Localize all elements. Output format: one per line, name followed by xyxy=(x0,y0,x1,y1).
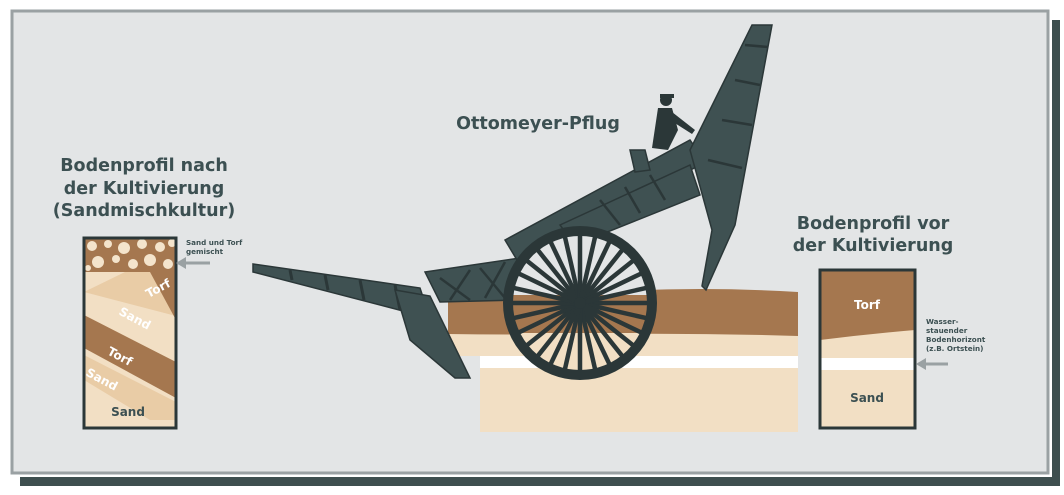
left-mixed-dots xyxy=(85,239,176,271)
right-annotation-line-3: Bodenhorizont xyxy=(926,335,986,344)
plough-tall-blade xyxy=(689,24,773,292)
right-profile: Bodenprofil vor der Kultivierung Torf Sa… xyxy=(793,214,986,430)
right-annotation-line-4: (z.B. Ortstein) xyxy=(926,344,983,353)
wheel-spoke xyxy=(579,300,647,321)
right-layer-label-2: Sand xyxy=(850,391,884,405)
left-arrow-head xyxy=(176,257,186,269)
plough-machine xyxy=(252,24,773,379)
right-arrow-head xyxy=(916,358,926,370)
plough-seat xyxy=(629,149,651,173)
right-profile-border xyxy=(818,268,917,430)
wheel-spoke xyxy=(535,248,582,305)
plough-share xyxy=(393,289,472,379)
wheel-spoke xyxy=(578,301,635,348)
wheel-spoke xyxy=(578,301,625,358)
wheel-spoke xyxy=(578,258,635,305)
left-profile-border xyxy=(82,236,178,430)
wheel-spoke xyxy=(578,248,625,305)
right-annotation-line-2: stauender xyxy=(926,326,968,335)
left-peat-band-upper xyxy=(150,272,176,320)
wheel-spoke xyxy=(579,300,643,335)
wheel-spoke xyxy=(577,240,612,304)
wheel-spoke xyxy=(577,236,598,304)
left-sand-band-lower xyxy=(84,355,176,420)
wheel-spoke xyxy=(517,300,581,335)
wheel-spoke xyxy=(535,301,582,358)
plough-wheel xyxy=(503,226,657,380)
right-peat-layer xyxy=(820,270,915,340)
wheel-spoke xyxy=(525,258,582,305)
wheel-spoke xyxy=(513,285,581,306)
wheel-spoke xyxy=(579,285,647,306)
right-profile-title-line-1: Bodenprofil vor xyxy=(797,214,950,234)
wheel-spoke xyxy=(548,302,583,366)
operator-figure xyxy=(652,94,695,150)
left-annotation-line-1: Sand und Torf xyxy=(186,238,243,247)
right-layer-label-1: Torf xyxy=(854,298,881,312)
wheel-spoke xyxy=(577,302,598,370)
left-profile-title-line-2: der Kultivierung xyxy=(64,179,225,199)
left-sand-band-upper xyxy=(84,272,176,316)
wheel-spoke xyxy=(548,240,583,304)
wheel-spoke xyxy=(562,302,583,370)
wheel-spoke xyxy=(577,302,612,366)
plough-title: Ottomeyer-Pflug xyxy=(456,114,620,134)
right-profile-title-line-2: der Kultivierung xyxy=(793,236,954,256)
left-layer-label-5: Sand xyxy=(111,405,145,419)
left-profile-title-line-1: Bodenprofil nach xyxy=(60,156,228,176)
right-annotation-line-1: Wasser- xyxy=(926,317,958,326)
wheel-spoke xyxy=(579,271,643,306)
left-peat-band-lower xyxy=(84,315,176,398)
left-profile-title-line-3: (Sandmischkultur) xyxy=(53,201,235,221)
left-annotation-line-2: gemischt xyxy=(186,247,224,256)
left-profile: Bodenprofil nach der Kultivierung (Sandm… xyxy=(53,156,243,430)
wheel-spoke xyxy=(525,301,582,348)
wheel-spoke xyxy=(517,271,581,306)
right-hardpan-layer xyxy=(820,358,915,370)
wheel-spoke xyxy=(562,236,583,304)
wheel-spoke xyxy=(513,300,581,321)
